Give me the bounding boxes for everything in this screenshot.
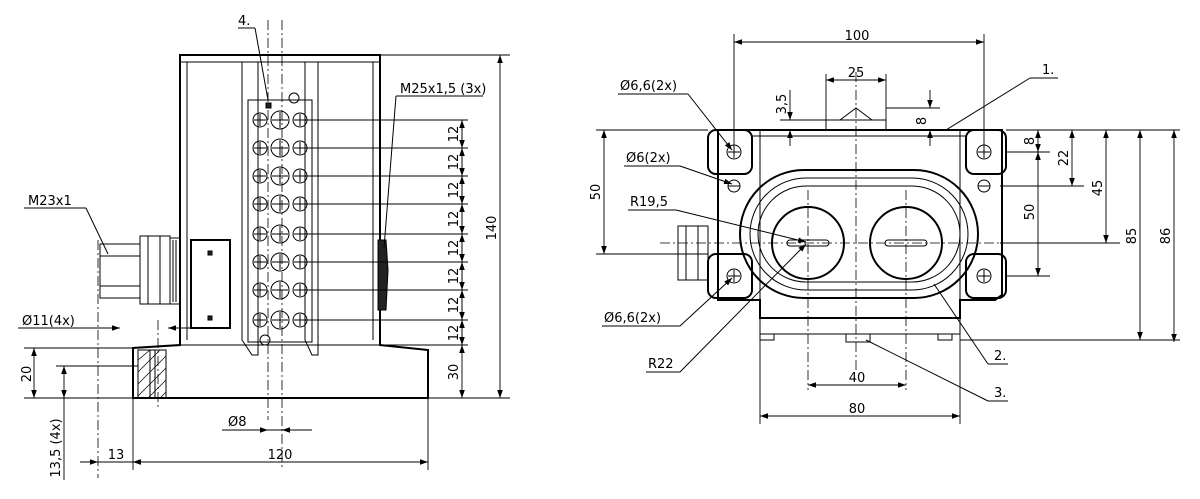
label-hole-bottom: Ø6,6(2x) [604,311,661,326]
dim-40: 40 [849,371,866,386]
dim-86: 86 [1159,228,1174,245]
dim-8-top: 8 [915,117,930,125]
label-hole-dia: Ø11(4x) [22,314,75,329]
label-item-1: 1. [1042,63,1054,78]
dim-pitch-3: 12 [447,182,462,199]
front-view: 100 25 3,5 8 1. 8 50 22 45 85 86 50 Ø6,6… [589,29,1180,424]
dim-22: 22 [1057,150,1072,167]
dim-height-total: 140 [485,216,500,241]
label-radius-outer: R22 [648,357,674,372]
label-item-4: 4. [238,14,250,29]
dim-offset-13: 13 [108,448,125,463]
dim-slot-height: 13,5 (4x) [49,418,64,477]
label-thread-connector: M23x1 [28,194,72,209]
dim-45: 45 [1091,180,1106,197]
dim-pitch-6: 12 [447,268,462,285]
label-radius-inner: R19,5 [630,195,668,210]
dim-8-right: 8 [1023,137,1038,145]
label-hole-top: Ø6,6(2x) [620,79,677,94]
dim-width-120: 120 [268,448,293,463]
dim-85: 85 [1125,228,1140,245]
dim-base-height: 20 [20,366,35,383]
dim-pitch-8: 12 [447,325,462,342]
dim-pitch-4: 12 [447,211,462,228]
dim-pitch-2: 12 [447,154,462,171]
dim-base-top: 30 [447,364,462,381]
dim-3-5: 3,5 [775,94,790,115]
label-item-3: 3. [994,386,1006,401]
dim-80: 80 [849,402,866,417]
label-thread-cable: M25x1,5 (3x) [400,82,486,97]
dim-pitch-7: 12 [447,297,462,314]
dim-width-25: 25 [848,66,865,81]
dim-pin-dia: Ø8 [228,415,247,430]
dim-pitch-1: 12 [447,126,462,143]
dim-50-left: 50 [589,184,604,201]
label-item-2: 2. [994,349,1006,364]
dim-pitch-5: 12 [447,240,462,257]
dim-width-100: 100 [845,29,870,44]
side-view: 4. M25x1,5 (3x) M23x1 Ø11(4x) 12 12 12 1… [18,14,510,480]
label-hole-mid: Ø6(2x) [626,151,671,166]
dim-50-right: 50 [1023,204,1038,221]
